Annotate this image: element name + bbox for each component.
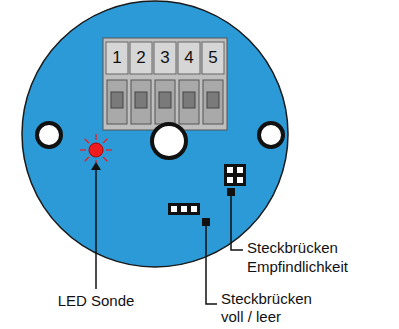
terminal-screw xyxy=(183,92,195,108)
jumper-sensitivity xyxy=(224,164,246,186)
terminal-block xyxy=(103,38,227,130)
led-ray xyxy=(103,139,107,143)
terminal-housing xyxy=(103,38,227,130)
mounting-hole xyxy=(259,123,283,147)
terminal-screw xyxy=(207,92,219,108)
led-ray xyxy=(103,157,107,161)
terminal-number-field xyxy=(178,42,200,74)
terminal-number: 3 xyxy=(154,47,176,68)
terminal-number-field xyxy=(202,42,224,74)
jumper-label: Steckbrücken voll / leer xyxy=(221,290,331,328)
led-label: LED Sonde xyxy=(36,292,156,311)
terminal-number: 2 xyxy=(130,47,152,68)
terminal-number-field xyxy=(154,42,176,74)
terminal-number: 4 xyxy=(178,47,200,68)
terminal-clamp xyxy=(203,80,223,124)
leader-line xyxy=(91,162,243,304)
mounting-hole xyxy=(152,124,186,158)
led-ray xyxy=(85,157,89,161)
terminal-number: 1 xyxy=(106,47,128,68)
terminal-screw xyxy=(111,92,123,108)
led xyxy=(80,134,112,166)
mounting-hole xyxy=(37,123,61,147)
terminal-number-field xyxy=(106,42,128,74)
jumper-label: Steckbrücken Empfindlichkeit xyxy=(247,239,377,277)
terminal-number-field xyxy=(130,42,152,74)
probe-head xyxy=(22,1,288,267)
led-ray xyxy=(106,149,112,150)
terminal-screw xyxy=(135,92,147,108)
led-ray xyxy=(85,139,89,143)
terminal-clamp xyxy=(107,80,127,124)
terminal-number: 5 xyxy=(202,47,224,68)
terminal-clamp xyxy=(131,80,151,124)
jumper-full-empty xyxy=(168,203,200,215)
terminal-clamp xyxy=(155,80,175,124)
terminal-clamp xyxy=(179,80,199,124)
terminal-screw xyxy=(159,92,171,108)
led-ray xyxy=(80,149,86,150)
led-ray xyxy=(95,134,96,140)
